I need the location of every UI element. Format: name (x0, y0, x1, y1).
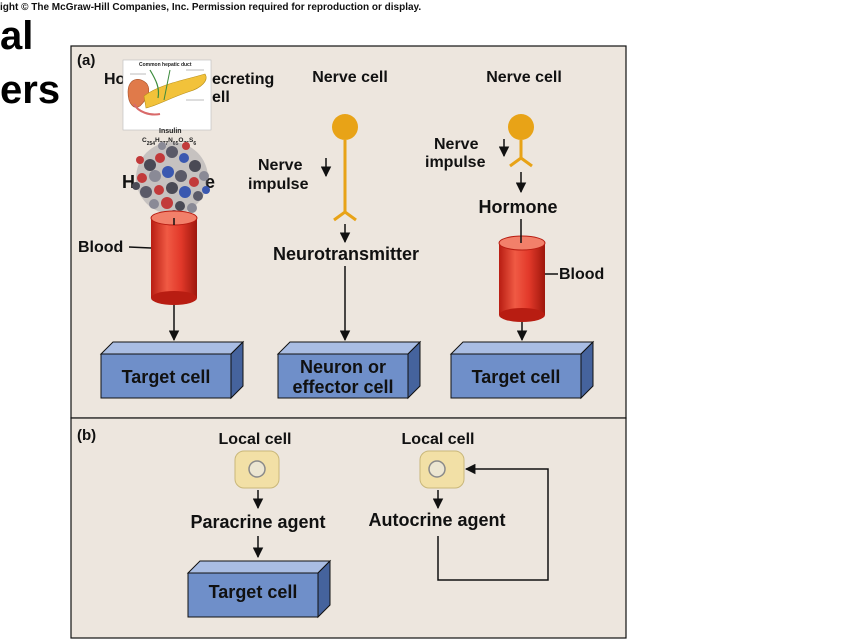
col3-impulse-bottom: impulse (425, 154, 486, 171)
col1-blood-vessel (150, 210, 198, 305)
col2-impulse-bottom: impulse (248, 176, 309, 193)
col1-target-box (99, 340, 245, 400)
col2-target-label-top: Neuron or (300, 357, 386, 377)
col3-axon-terminal (509, 156, 533, 168)
col3-blood-vessel (498, 235, 546, 322)
col1-title-right-bottom: ell (212, 89, 230, 106)
slide-title-line2: ers (0, 68, 61, 112)
panel-a-label: (a) (77, 52, 95, 69)
col3-target-box (449, 340, 595, 400)
col3-blood-label: Blood (559, 266, 604, 283)
col1-target-label: Target cell (122, 367, 211, 387)
col3-nerve-cell-body (508, 114, 534, 140)
b-col1-local-cell (234, 450, 280, 489)
b-col2-feedback-loop-arrow (437, 463, 549, 581)
insulin-label: Insulin (159, 128, 182, 135)
col2-target-box (276, 340, 422, 400)
col3-target-label: Target cell (472, 367, 561, 387)
b-col1-title: Local cell (219, 431, 292, 448)
col2-neurotransmitter-label: Neurotransmitter (273, 244, 419, 264)
col3-impulse-top: Nerve (434, 136, 479, 153)
col3-hormone-label: Hormone (478, 197, 557, 217)
col1-hormone-partial-right: e (205, 172, 215, 192)
col1-blood-leader (128, 246, 152, 249)
col1-title-right-top: ecreting (212, 71, 274, 88)
col1-hormone-partial-left: H (122, 172, 135, 192)
panel-b (70, 417, 627, 639)
col2-nerve-cell-body (332, 114, 358, 140)
b-col2-agent-label: Autocrine agent (368, 510, 505, 530)
b-col1-target-label: Target cell (209, 582, 298, 602)
col2-title: Nerve cell (312, 69, 388, 86)
col2-impulse-top: Nerve (258, 157, 303, 174)
b-col2-title: Local cell (402, 431, 475, 448)
b-col2-local-cell (419, 450, 465, 489)
pancreas-illustration: Common hepatic duct (122, 59, 212, 131)
col2-target-label-bottom: effector cell (292, 377, 393, 397)
slide-title-line1: al (0, 14, 34, 58)
b-col1-target-box (186, 559, 332, 619)
col1-title-left: Ho (104, 71, 126, 88)
col2-axon-terminal (333, 210, 357, 222)
copyright-notice: ight © The McGraw-Hill Companies, Inc. P… (0, 2, 422, 13)
b-col1-agent-label: Paracrine agent (190, 512, 325, 532)
col1-blood-label: Blood (78, 239, 123, 256)
pancreas-heading: Common hepatic duct (139, 62, 192, 68)
col3-title: Nerve cell (486, 69, 562, 86)
panel-b-label: (b) (77, 427, 96, 444)
